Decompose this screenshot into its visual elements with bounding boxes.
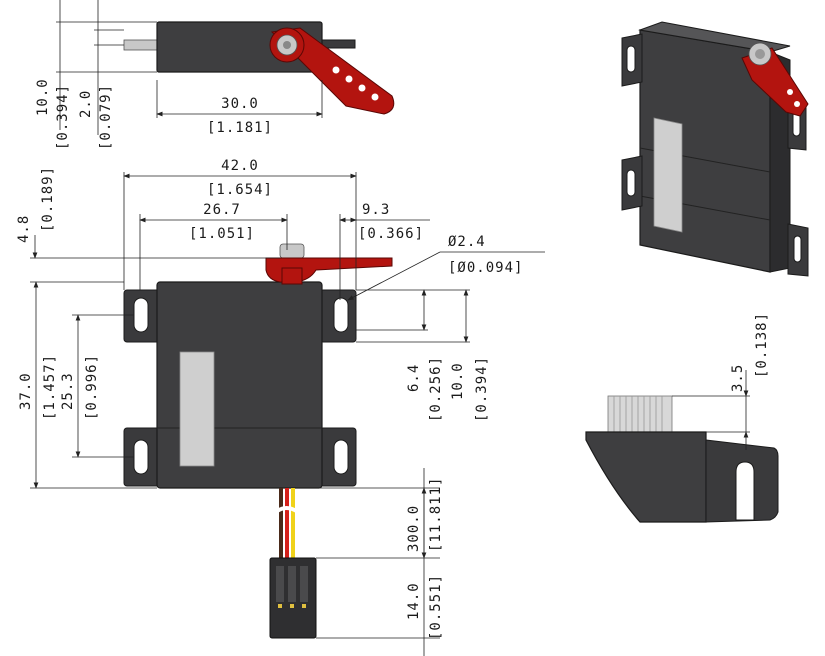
dim-length-30-in: [1.181]	[207, 120, 273, 136]
dim-height-37-in: [1.457]	[42, 354, 58, 420]
dim-wire-300-in: [11.811]	[428, 477, 444, 552]
top-view-servo-horn	[269, 27, 395, 115]
dim-tab-10: 10.0	[450, 362, 466, 400]
dim-spline-3-5-in: [0.138]	[754, 312, 770, 378]
dim-width-42-in: [1.654]	[207, 182, 273, 198]
dim-hole-dia-in: [Ø0.094]	[448, 260, 523, 276]
dim-tab-10-in: [0.394]	[474, 356, 490, 422]
front-slot-bottom-right	[333, 439, 349, 475]
top-view: 30.0 [1.181] 10.0 [0.394] 2.0 [0.079]	[35, 0, 395, 150]
dim-tab-9-3-in: [0.366]	[358, 226, 424, 242]
dim-width-42: 42.0	[221, 158, 259, 174]
dim-slot-6-4-in: [0.256]	[428, 356, 444, 422]
side-view: 3.5 [0.138]	[585, 312, 779, 523]
dim-holes-25-3-in: [0.996]	[84, 354, 100, 420]
dim-wire-300: 300.0	[406, 505, 422, 552]
front-servo-horn	[265, 243, 393, 285]
dim-hole-dia: Ø2.4	[448, 234, 486, 250]
dim-spline-26-7-in: [1.051]	[189, 226, 255, 242]
front-slot-top-left	[133, 297, 149, 333]
dim-height-10-in: [0.394]	[55, 84, 71, 150]
dim-length-30: 30.0	[221, 96, 259, 112]
side-view-spline	[607, 395, 673, 433]
dim-plug-14-in: [0.551]	[428, 574, 444, 640]
dim-top-4-8-in: [0.189]	[40, 166, 56, 232]
dim-tab-9-3: 9.3	[362, 202, 390, 218]
dim-height-37: 37.0	[18, 372, 34, 410]
dim-offset-2-in: [0.079]	[98, 84, 114, 150]
front-servo-label-sticker	[179, 351, 215, 467]
front-slot-bottom-left	[133, 439, 149, 475]
dim-holes-25-3: 25.3	[60, 372, 76, 410]
dim-top-4-8: 4.8	[16, 215, 32, 243]
isometric-servo-horn	[741, 42, 809, 117]
dim-height-10: 10.0	[35, 78, 51, 116]
front-slot-top-right	[333, 297, 349, 333]
dim-spline-3-5: 3.5	[730, 364, 746, 392]
dim-slot-6-4: 6.4	[406, 364, 422, 392]
dim-spline-26-7: 26.7	[203, 202, 241, 218]
dim-offset-2: 2.0	[78, 90, 94, 118]
front-view: 42.0 [1.654] 26.7 [1.051] 9.3 [0.366] Ø2…	[16, 158, 545, 656]
isometric-view	[621, 21, 809, 277]
top-view-left-tab	[123, 39, 160, 51]
front-servo-wires	[269, 488, 317, 639]
side-view-servo-body	[585, 431, 707, 523]
dim-plug-14: 14.0	[406, 582, 422, 620]
